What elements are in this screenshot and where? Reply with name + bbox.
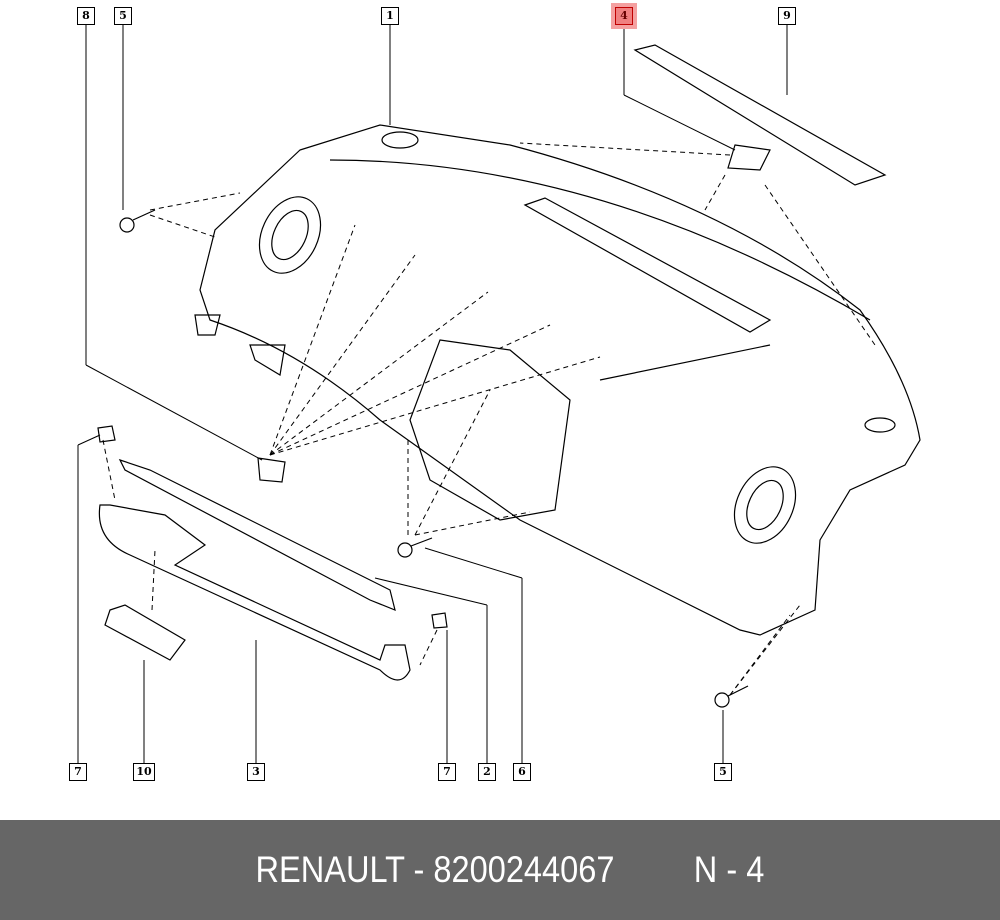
callout-8[interactable]: 8 [77,7,95,25]
callout-9[interactable]: 9 [778,7,796,25]
callout-5-bottom[interactable]: 5 [714,763,732,781]
dashboard-exploded-diagram [77,25,921,763]
lower-trim-parts [97,209,749,708]
leader-lines [77,25,788,763]
callout-3[interactable]: 3 [247,763,265,781]
callout-1[interactable]: 1 [381,7,399,25]
callout-2[interactable]: 2 [478,763,496,781]
callout-7-right[interactable]: 7 [438,763,456,781]
callout-7-left[interactable]: 7 [69,763,87,781]
dashboard-panel [194,44,921,636]
callout-5-top[interactable]: 5 [114,7,132,25]
part-number-text: RENAULT - 8200244067 [255,849,615,890]
callout-10[interactable]: 10 [133,763,155,781]
footer-bar: RENAULT - 8200244067 N - 4 [0,820,1000,920]
callout-4-highlighted[interactable]: 4 [611,3,637,29]
callout-6[interactable]: 6 [513,763,531,781]
reference-text: N - 4 [693,849,765,890]
assembly-arrows [102,142,876,696]
